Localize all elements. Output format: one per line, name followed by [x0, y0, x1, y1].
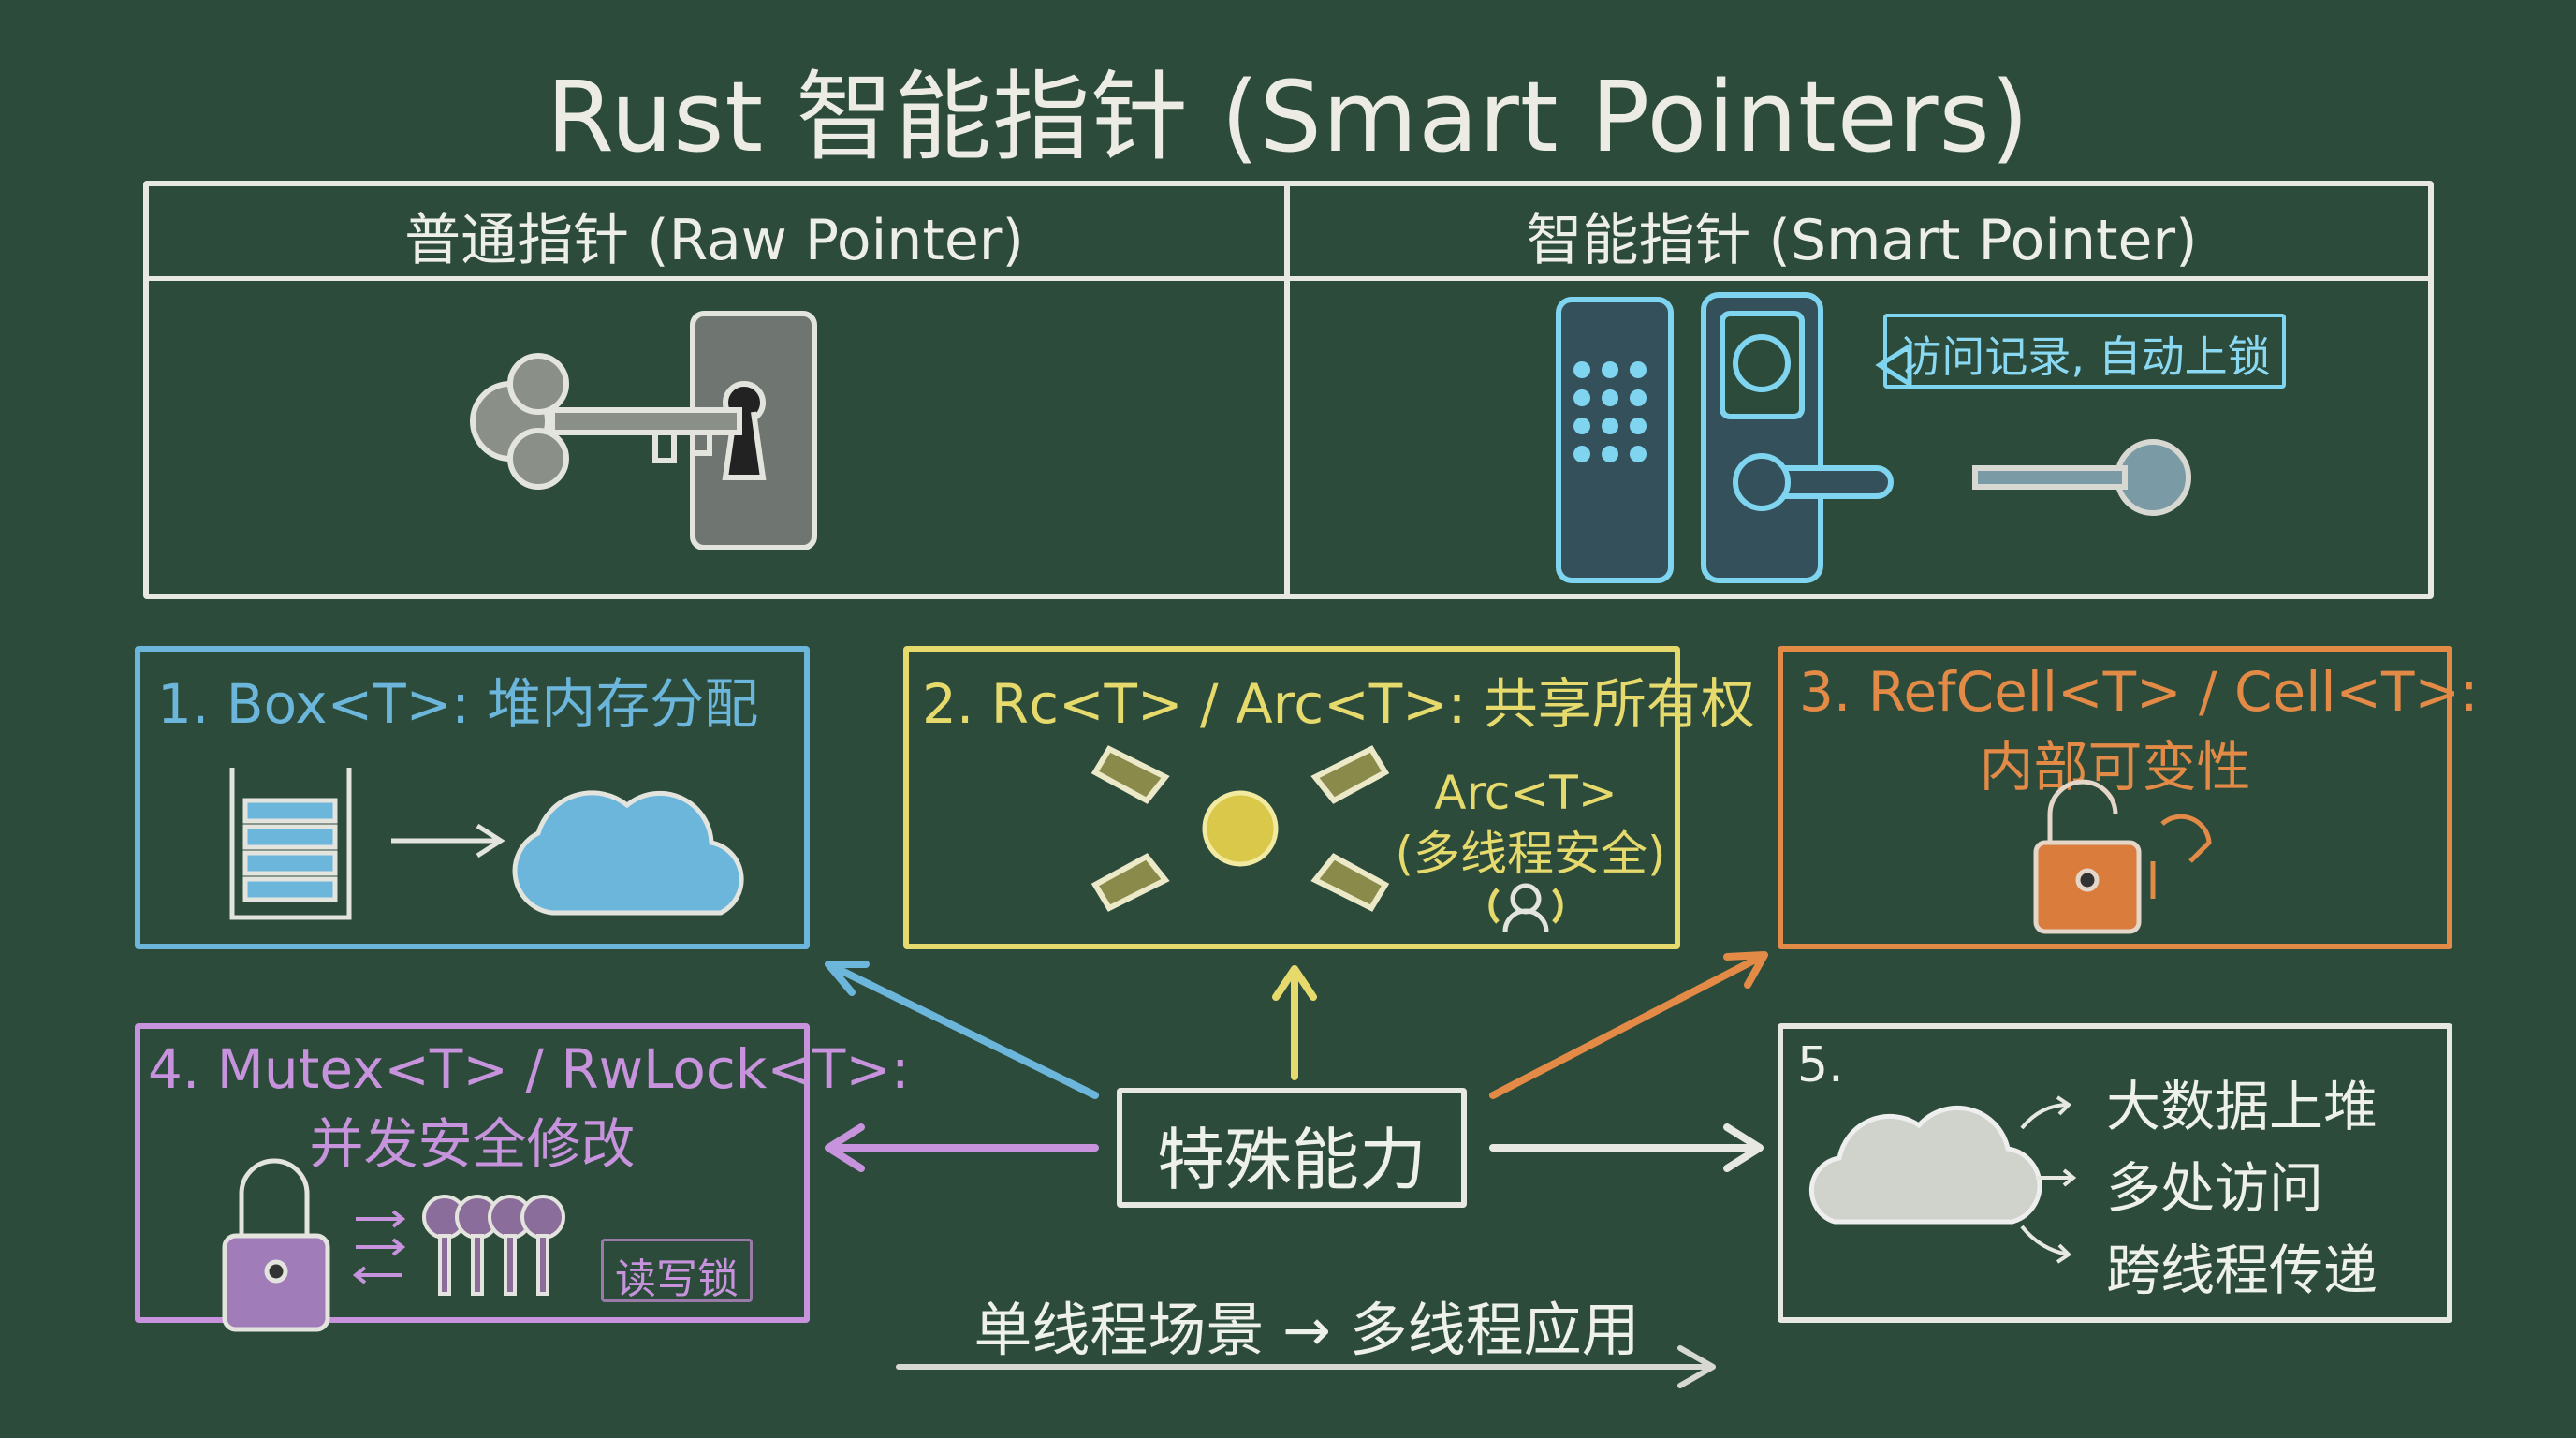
arc-thread-safe-label: (多线程安全)	[1395, 827, 1666, 881]
summary-item: 大数据上堆	[2106, 1075, 2378, 1138]
raw-pointer-header: 普通指针 (Raw Pointer)	[404, 208, 1024, 273]
summary-item: 多处访问	[2106, 1156, 2324, 1220]
card-refcell	[1778, 646, 2452, 949]
special-ability-label: 特殊能力	[1156, 1121, 1427, 1199]
card-box-label: 1. Box<T>: 堆内存分配	[157, 672, 759, 736]
arrow-to-mutex	[825, 1123, 1099, 1172]
footer-label: 单线程场景 → 多线程应用	[973, 1296, 1640, 1364]
card-summary	[1778, 1023, 2452, 1323]
card-refcell-label-2: 内部可变性	[1979, 735, 2251, 799]
smart-callout-box	[1883, 314, 2286, 389]
card-rc-arc-label: 2. Rc<T> / Arc<T>: 共享所有权	[922, 672, 1755, 736]
rwlock-badge: 读写锁	[615, 1255, 739, 1303]
card-refcell-label-1: 3. RefCell<T> / Cell<T>:	[1799, 660, 2479, 724]
smart-pointer-header: 智能指针 (Smart Pointer)	[1526, 208, 2198, 273]
smart-callout: 访问记录, 自动上锁	[1898, 331, 2271, 382]
arc-label: Arc<T>	[1434, 766, 1617, 820]
table-column-divider	[1284, 181, 1290, 599]
arrow-to-rc	[1272, 965, 1317, 1080]
card-mutex	[135, 1023, 810, 1323]
card-summary-number: 5.	[1797, 1037, 1844, 1093]
arrow-to-summary	[1489, 1123, 1764, 1172]
page-title: Rust 智能指针 (Smart Pointers)	[546, 60, 2030, 174]
card-box	[135, 646, 810, 949]
arrow-to-refcell	[1489, 951, 1768, 1099]
card-mutex-label-1: 4. Mutex<T> / RwLock<T>:	[148, 1037, 910, 1101]
card-mutex-label-2: 并发安全修改	[309, 1112, 636, 1176]
card-rc-arc	[903, 646, 1680, 949]
summary-item: 跨线程传递	[2106, 1239, 2378, 1302]
special-ability-box	[1117, 1088, 1467, 1208]
rwlock-badge-box	[601, 1239, 753, 1302]
